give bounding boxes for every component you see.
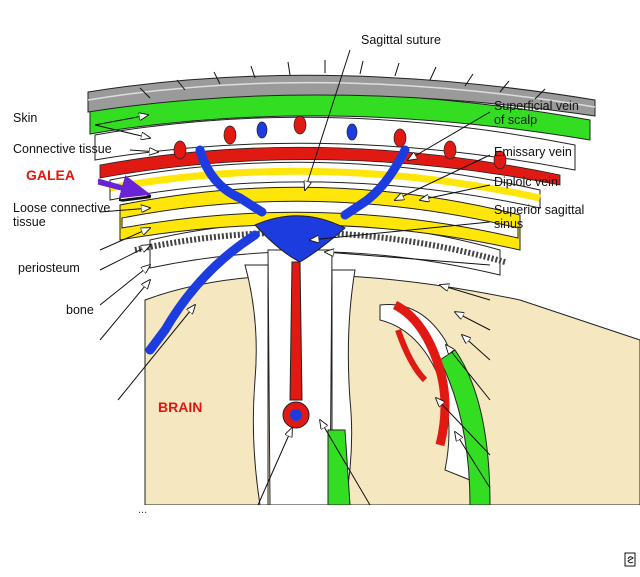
sulcal-artery [392, 300, 450, 447]
galea-pointer-arrow [97, 175, 151, 199]
green-region-right [439, 349, 491, 505]
label-periosteum: periosteum [18, 261, 80, 275]
galea-layer [99, 146, 561, 186]
ellipsis-text: ... [138, 504, 148, 516]
label-sagittal-suture: Sagittal suture [361, 33, 441, 47]
emissary-vein [195, 145, 267, 217]
label-superior-sagittal-2: sinus [494, 217, 524, 231]
cerebral-vein-left [145, 230, 260, 355]
label-diploic-vein: Diploic vein [494, 175, 558, 189]
left-gyrus-white [244, 264, 269, 505]
scalp-vessels [173, 115, 507, 170]
label-loose-connective-2: tissue [13, 215, 46, 229]
superior-sagittal-sinus [254, 215, 346, 263]
label-emissary-vein: Emissary vein [494, 145, 572, 159]
connective-tissue-layer [94, 116, 576, 171]
label-bone: bone [66, 303, 94, 317]
label-superficial-vein-1: Superficial vein [494, 99, 579, 113]
label-brain: BRAIN [158, 399, 203, 415]
label-superior-sagittal-1: Superior sagittal [494, 203, 585, 217]
label-connective-tissue: Connective tissue [13, 142, 112, 156]
green-region [327, 429, 351, 505]
label-galea: GALEA [26, 167, 75, 183]
label-superficial-vein-2: of scalp [494, 113, 538, 127]
label-skin: Skin [13, 111, 38, 125]
label-loose-connective-1: Loose connective [13, 201, 111, 215]
hair-strands [139, 60, 546, 100]
falx-artery [289, 261, 303, 401]
corner-logo-icon [624, 552, 636, 567]
emissary-vein-right [340, 145, 410, 220]
label-arrows-right [305, 49, 491, 489]
